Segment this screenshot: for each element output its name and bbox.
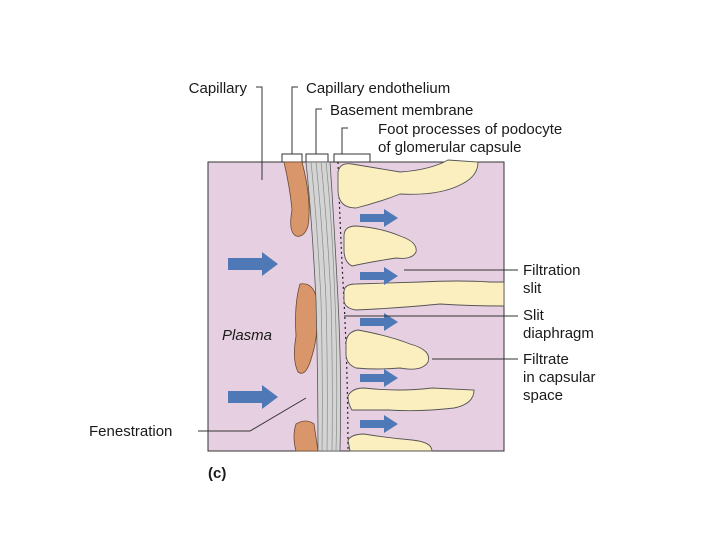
endothelium-segment-middle [294, 283, 318, 374]
arrow-filtrate-3 [360, 313, 398, 331]
arrow-filtrate-2 [360, 267, 398, 285]
label-filtrate: Filtrate in capsular space [523, 351, 600, 404]
arrow-filtrate-4 [360, 369, 398, 387]
endothelium-segment-bottom [293, 420, 319, 452]
foot-process-6 [347, 433, 433, 452]
foot-process-5 [347, 387, 475, 412]
slit-diaphragm-line [337, 161, 349, 452]
foot-process-1 [337, 159, 479, 209]
label-capillary: Capillary [189, 80, 248, 97]
arrow-plasma-lower [228, 385, 278, 409]
arrow-filtrate-1 [360, 209, 398, 227]
foot-process-3 [343, 280, 505, 311]
endothelium-segment-top [283, 161, 310, 237]
label-capillary-endothelium: Capillary endothelium [306, 80, 450, 97]
foot-process-4 [345, 329, 430, 370]
label-slit-diaphragm: Slit diaphragm [523, 307, 594, 342]
filtration-arrows [228, 209, 398, 433]
top-brackets [281, 153, 371, 162]
label-fenestration: Fenestration [89, 423, 172, 440]
arrow-plasma-upper [228, 252, 278, 276]
label-foot-processes: Foot processes of podocyte of glomerular… [378, 121, 566, 156]
leader-lines [198, 86, 518, 432]
panel-label: (c) [208, 465, 226, 482]
label-filtration-slit: Filtration slit [523, 262, 585, 297]
label-basement-membrane: Basement membrane [330, 102, 473, 119]
foot-processes [337, 159, 505, 452]
arrow-filtrate-5 [360, 415, 398, 433]
basement-membrane-fibers [310, 161, 338, 452]
label-plasma: Plasma [222, 327, 272, 344]
foot-process-2 [343, 225, 417, 267]
